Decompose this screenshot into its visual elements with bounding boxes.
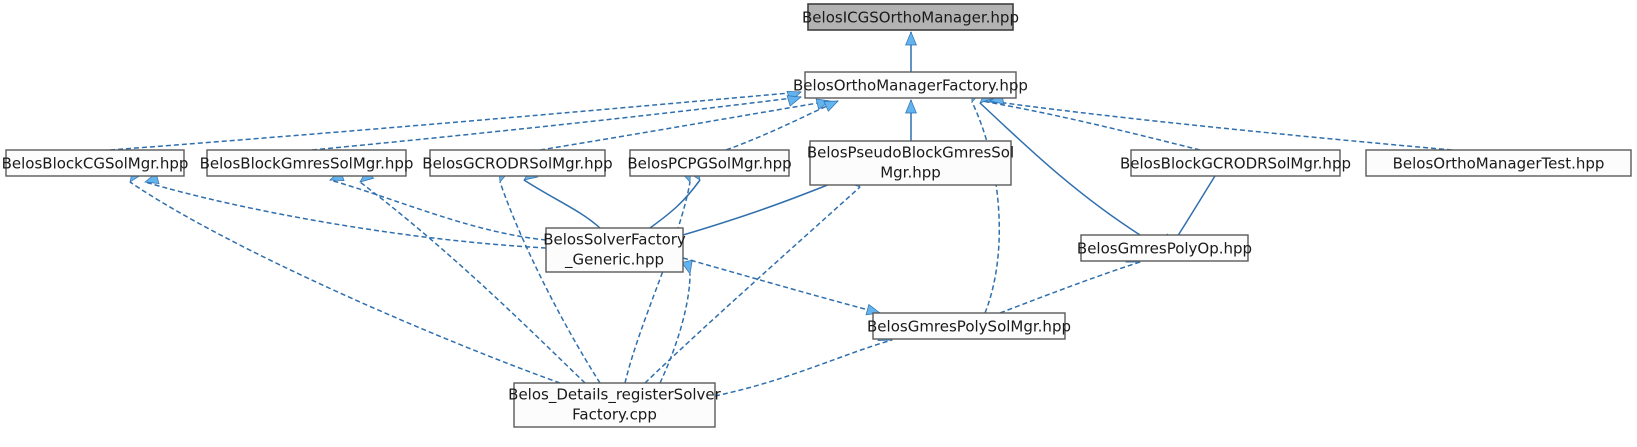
svg-text:Mgr.hpp: Mgr.hpp [880,164,941,182]
node-n8[interactable]: BelosOrthoManagerTest.hppBelosOrthoManag… [1365,149,1632,177]
svg-text:Factory.cpp: Factory.cpp [572,406,657,424]
svg-text:Belos_Details_registerSolver: Belos_Details_registerSolver [508,386,721,405]
node-n12[interactable]: Belos_Details_registerSolverFactory.cppB… [508,382,722,428]
svg-text:BelosICGSOrthoManager.hpp: BelosICGSOrthoManager.hpp [802,9,1019,27]
node-n3[interactable]: BelosBlockGmresSolMgr.hppBelosBlockGmres… [200,149,414,177]
svg-text:_Generic.hpp: _Generic.hpp [564,251,664,270]
edge-n11-to-n1: BelosGmresPolySolMgr.hpp -> BelosOrthoMa… [970,87,1001,314]
edge-n3-to-n1: BelosBlockGmresSolMgr.hpp -> BelosOrthoM… [311,95,802,151]
edges-layer: BelosOrthoManagerFactory.hpp -> BelosICG… [109,31,1453,397]
svg-text:BelosSolverFactory: BelosSolverFactory [543,231,686,249]
edge-n5-to-n1: BelosPCPGSolMgr.hpp -> BelosOrthoManager… [725,100,839,151]
svg-text:BelosPCPGSolMgr.hpp: BelosPCPGSolMgr.hpp [627,155,791,173]
edge-n12-to-n5: Belos_Details_registerSolverFactory.cpp … [624,167,692,384]
edge-n9-to-n11: BelosSolverFactory_Generic.hpp -> BelosG… [682,257,881,316]
node-n7[interactable]: BelosBlockGCRODRSolMgr.hppBelosBlockGCRO… [1120,149,1351,177]
edge-n12-to-n2: Belos_Details_registerSolverFactory.cpp … [129,167,561,384]
node-n11[interactable]: BelosGmresPolySolMgr.hppBelosGmresPolySo… [867,312,1071,340]
edge-n12-to-n11: Belos_Details_registerSolverFactory.cpp … [714,329,893,397]
svg-text:BelosOrthoManagerTest.hpp: BelosOrthoManagerTest.hpp [1393,155,1605,173]
edge-n2-to-n1: BelosBlockCGSolMgr.hpp -> BelosOrthoMana… [109,90,802,151]
svg-text:BelosOrthoManagerFactory.hpp: BelosOrthoManagerFactory.hpp [793,77,1028,95]
node-n9[interactable]: BelosSolverFactory_Generic.hppBelosSolve… [543,227,686,273]
edge-n8-to-n1: BelosOrthoManagerTest.hpp -> BelosOrthoM… [989,92,1453,151]
node-n4[interactable]: BelosGCRODRSolMgr.hppBelosGCRODRSolMgr.h… [422,149,613,177]
nodes-layer: BelosICGSOrthoManager.hppBelosICGSOrthoM… [2,3,1632,428]
svg-text:BelosBlockGCRODRSolMgr.hpp: BelosBlockGCRODRSolMgr.hpp [1120,155,1351,173]
edge-n9-to-n4: BelosSolverFactory_Generic.hpp -> BelosG… [523,167,601,229]
svg-text:BelosBlockCGSolMgr.hpp: BelosBlockCGSolMgr.hpp [2,155,189,173]
node-n2[interactable]: BelosBlockCGSolMgr.hppBelosBlockCGSolMgr… [2,149,189,177]
edge-n12-to-n4: Belos_Details_registerSolverFactory.cpp … [498,167,601,384]
edge-n12-to-n9: Belos_Details_registerSolverFactory.cpp … [659,259,693,384]
node-n1[interactable]: BelosOrthoManagerFactory.hppBelosOrthoMa… [793,71,1028,99]
node-n0[interactable]: BelosICGSOrthoManager.hppBelosICGSOrthoM… [802,3,1019,31]
node-n6[interactable]: BelosPseudoBlockGmresSolMgr.hppBelosPseu… [807,140,1014,186]
svg-text:BelosGmresPolySolMgr.hpp: BelosGmresPolySolMgr.hpp [867,318,1071,336]
edge-n1-to-n0: BelosOrthoManagerFactory.hpp -> BelosICG… [905,31,917,73]
edge-n7-to-n1: BelosBlockGCRODRSolMgr.hpp -> BelosOrtho… [981,91,1201,151]
svg-text:BelosPseudoBlockGmresSol: BelosPseudoBlockGmresSol [807,144,1014,162]
edge-n12-to-n3: Belos_Details_registerSolverFactory.cpp … [359,169,586,384]
svg-text:BelosBlockGmresSolMgr.hpp: BelosBlockGmresSolMgr.hpp [200,155,414,173]
svg-text:BelosGmresPolyOp.hpp: BelosGmresPolyOp.hpp [1077,240,1252,258]
svg-text:BelosGCRODRSolMgr.hpp: BelosGCRODRSolMgr.hpp [422,155,612,173]
